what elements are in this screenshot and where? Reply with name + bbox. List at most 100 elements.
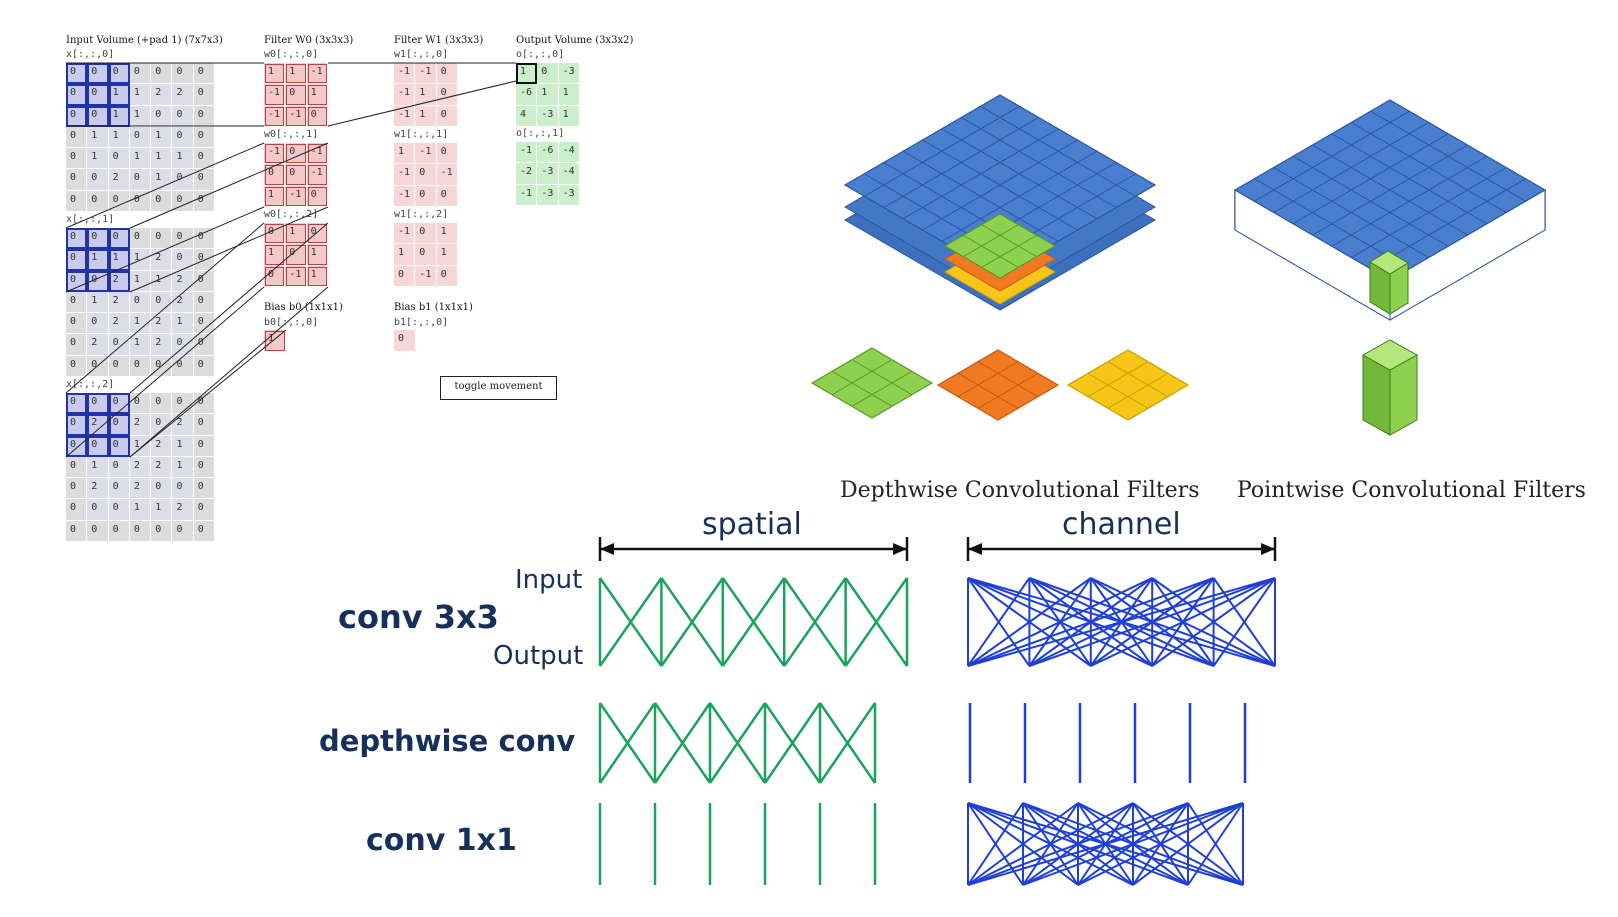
grid-cell: 1: [129, 249, 152, 271]
iso-surface: [810, 347, 934, 419]
grid-cell: 0: [172, 169, 194, 191]
channel-edge: [967, 802, 1079, 886]
grid-cell: 1: [151, 148, 173, 170]
grid-cell: -3: [558, 63, 580, 85]
grid-cell: 0: [129, 190, 152, 213]
grid-cell: 0: [415, 244, 437, 266]
grid-cell: 0: [172, 190, 194, 213]
grid-cell: 1: [87, 291, 109, 314]
grid-cell: -1: [306, 63, 328, 85]
output-slice-label: o[:,:,0]: [516, 49, 565, 60]
grid-cell: 2: [172, 414, 194, 436]
grid-cell: 0: [108, 478, 130, 500]
grid-cell: 0: [66, 435, 88, 457]
grid-cell: 0: [108, 190, 130, 213]
channel-edge: [1022, 802, 1244, 886]
grid-cell: 0: [151, 228, 173, 250]
row-label-conv3x3: conv 3x3: [338, 598, 499, 636]
iso-grid-line: [1370, 178, 1526, 270]
conv-demo-panel: Input Volume (+pad 1) (7x7x3) Filter W0 …: [0, 0, 760, 560]
grid-cell: 0: [193, 456, 216, 479]
iso-grid-line: [902, 150, 1059, 242]
grid-cell: 2: [108, 169, 130, 191]
grid-cell: 0: [108, 435, 130, 457]
grid-cell: -6: [537, 142, 559, 164]
grid-cell: 0: [264, 223, 286, 245]
grid-cell: 2: [108, 270, 130, 292]
iso-grid-line: [957, 361, 1019, 398]
grid-cell: 0: [151, 478, 173, 500]
grid-cell: -1: [394, 223, 416, 245]
grid-cell: 0: [87, 63, 109, 85]
grid-cell: 0: [151, 355, 173, 378]
spatial-edge: [783, 577, 847, 667]
grid-cell: 0: [66, 478, 88, 500]
grid-cell: 0: [193, 499, 216, 521]
grid-cell: 0: [66, 393, 88, 415]
grid-cell: 0: [193, 355, 216, 378]
channel-edge: [1132, 802, 1244, 886]
grid-cell: 0: [66, 414, 88, 436]
grid-cell: 0: [306, 105, 328, 127]
grid-cell: 0: [66, 63, 88, 85]
grid-cell: 0: [108, 63, 130, 85]
grid-cell: 0: [193, 520, 216, 543]
w0-slice-label: w0[:,:,1]: [264, 129, 319, 140]
depthwise-caption: Depthwise Convolutional Filters: [840, 478, 1200, 503]
grid-cell: 0: [129, 355, 152, 378]
output-slice-label: o[:,:,1]: [516, 128, 565, 139]
grid-cell: 0: [87, 499, 109, 521]
grid-cell: 1: [285, 223, 307, 245]
channel-edge: [967, 802, 1244, 886]
grid-cell: 1: [558, 84, 580, 106]
grid-cell: 0: [285, 244, 307, 266]
grid-cell: 0: [66, 334, 88, 356]
grid-cell: 0: [436, 143, 458, 165]
spatial-edge: [653, 702, 712, 784]
channel-edge: [967, 577, 1214, 667]
grid-cell: -3: [537, 184, 559, 206]
grid-cell: 0: [172, 63, 194, 85]
grid-cell: 0: [66, 291, 88, 314]
grid-cell: 0: [394, 265, 416, 287]
pointwise-filter: [1361, 339, 1419, 436]
grid-cell: 0: [129, 169, 152, 191]
w1-slice-label: w1[:,:,1]: [394, 129, 449, 140]
w1-slice-label: w1[:,:,0]: [394, 49, 449, 60]
grid-cell: 1: [264, 244, 286, 266]
grid-cell: 0: [87, 270, 109, 292]
grid-cell: 0: [151, 105, 173, 127]
grid-cell: 4: [516, 105, 538, 127]
spatial-edge: [721, 577, 786, 667]
grid-cell: 0: [129, 291, 152, 314]
grid-cell: 2: [151, 456, 173, 479]
grid-cell: -1: [516, 142, 538, 164]
iso-grid-line: [1087, 361, 1149, 398]
grid-cell: 0: [87, 169, 109, 191]
grid-cell: 1: [108, 105, 130, 127]
grid-cell: 0: [129, 63, 152, 85]
channel-edge: [967, 577, 1276, 667]
toggle-movement-button[interactable]: toggle movement: [440, 376, 557, 400]
grid-cell: 1: [151, 499, 173, 521]
iso-grid-line: [1107, 361, 1169, 398]
input-label: Input: [515, 565, 583, 595]
grid-cell: 1: [516, 63, 538, 85]
arrow-head: [1261, 543, 1275, 555]
grid-cell: 0: [151, 291, 173, 314]
grid-cell: 0: [193, 84, 216, 106]
grid-cell: 0: [436, 84, 458, 106]
input-slice-label: x[:,:,2]: [66, 379, 115, 390]
grid-cell: 0: [193, 435, 216, 457]
grid-cell: 2: [129, 456, 152, 479]
iso-grid-line: [963, 224, 1019, 258]
grid-cell: 0: [172, 520, 194, 543]
grid-cell: 2: [172, 499, 194, 521]
grid-cell: 0: [285, 143, 307, 165]
bias-b1-label: b1[:,:,0]: [394, 317, 449, 328]
channel-edge: [1077, 802, 1244, 886]
grid-cell: 1: [151, 169, 173, 191]
